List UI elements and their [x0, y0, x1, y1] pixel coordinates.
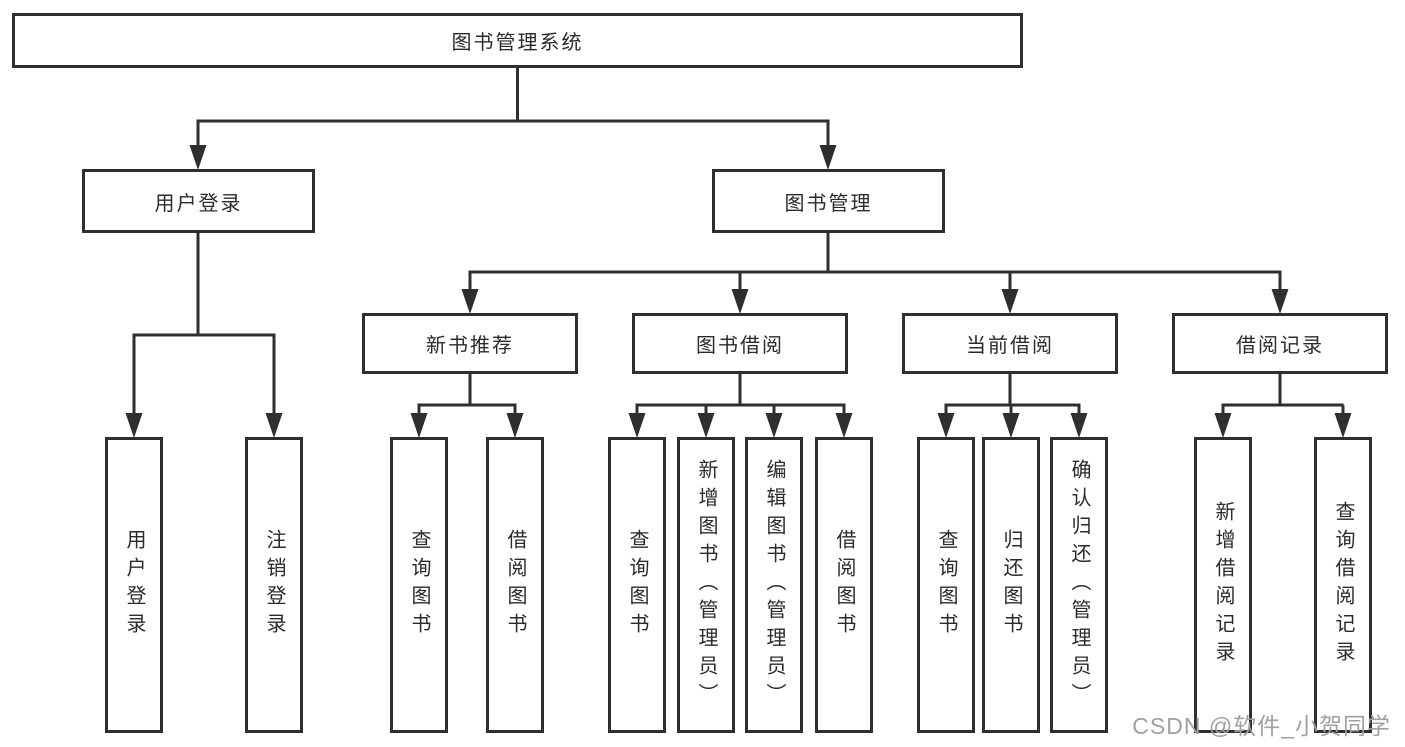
node-label: 新增图书（管理员）	[695, 459, 717, 711]
leaf-user-login: 用户登录	[105, 437, 163, 733]
node-label: 确认归还（管理员）	[1068, 459, 1090, 711]
node-borrow-records: 借阅记录	[1172, 313, 1388, 374]
node-label: 借阅图书	[833, 529, 855, 641]
node-label: 图书借阅	[696, 335, 784, 357]
leaf-query-books-recommend: 查询图书	[390, 437, 448, 733]
node-current-borrow: 当前借阅	[902, 313, 1118, 374]
leaf-borrow-books-borrow: 借阅图书	[815, 437, 873, 733]
node-user-login: 用户登录	[82, 169, 315, 233]
node-label: 查询图书	[935, 529, 957, 641]
node-label: 归还图书	[1000, 529, 1022, 641]
node-label: 编辑图书（管理员）	[763, 459, 785, 711]
node-label: 图书管理系统	[451, 32, 584, 54]
node-book-management: 图书管理	[712, 169, 945, 233]
leaf-query-books-current: 查询图书	[917, 437, 975, 733]
node-book-borrow: 图书借阅	[632, 313, 848, 374]
leaf-borrow-books-recommend: 借阅图书	[486, 437, 544, 733]
node-label: 借阅图书	[504, 529, 526, 641]
node-new-book-recommend: 新书推荐	[362, 313, 578, 374]
leaf-edit-books-admin: 编辑图书（管理员）	[745, 437, 803, 733]
node-label: 借阅记录	[1236, 335, 1324, 357]
node-label: 当前借阅	[966, 335, 1054, 357]
leaf-logout-login: 注销登录	[245, 437, 303, 733]
leaf-add-borrow-record: 新增借阅记录	[1194, 437, 1252, 733]
node-label: 用户登录	[154, 192, 243, 215]
leaf-query-books-borrow: 查询图书	[608, 437, 666, 733]
leaf-confirm-return-admin: 确认归还（管理员）	[1050, 437, 1108, 733]
node-label: 查询借阅记录	[1332, 501, 1354, 669]
leaf-return-books: 归还图书	[982, 437, 1040, 733]
node-label: 图书管理	[784, 192, 873, 215]
leaf-add-books-admin: 新增图书（管理员）	[677, 437, 735, 733]
node-label: 新增借阅记录	[1212, 501, 1234, 669]
node-root: 图书管理系统	[12, 13, 1023, 68]
node-label: 查询图书	[408, 529, 430, 641]
node-label: 查询图书	[626, 529, 648, 641]
leaf-query-borrow-record: 查询借阅记录	[1314, 437, 1372, 733]
node-label: 注销登录	[263, 529, 285, 641]
node-label: 新书推荐	[426, 335, 514, 357]
watermark: CSDN @软件_小贺同学	[1132, 713, 1391, 739]
node-label: 用户登录	[123, 529, 145, 641]
